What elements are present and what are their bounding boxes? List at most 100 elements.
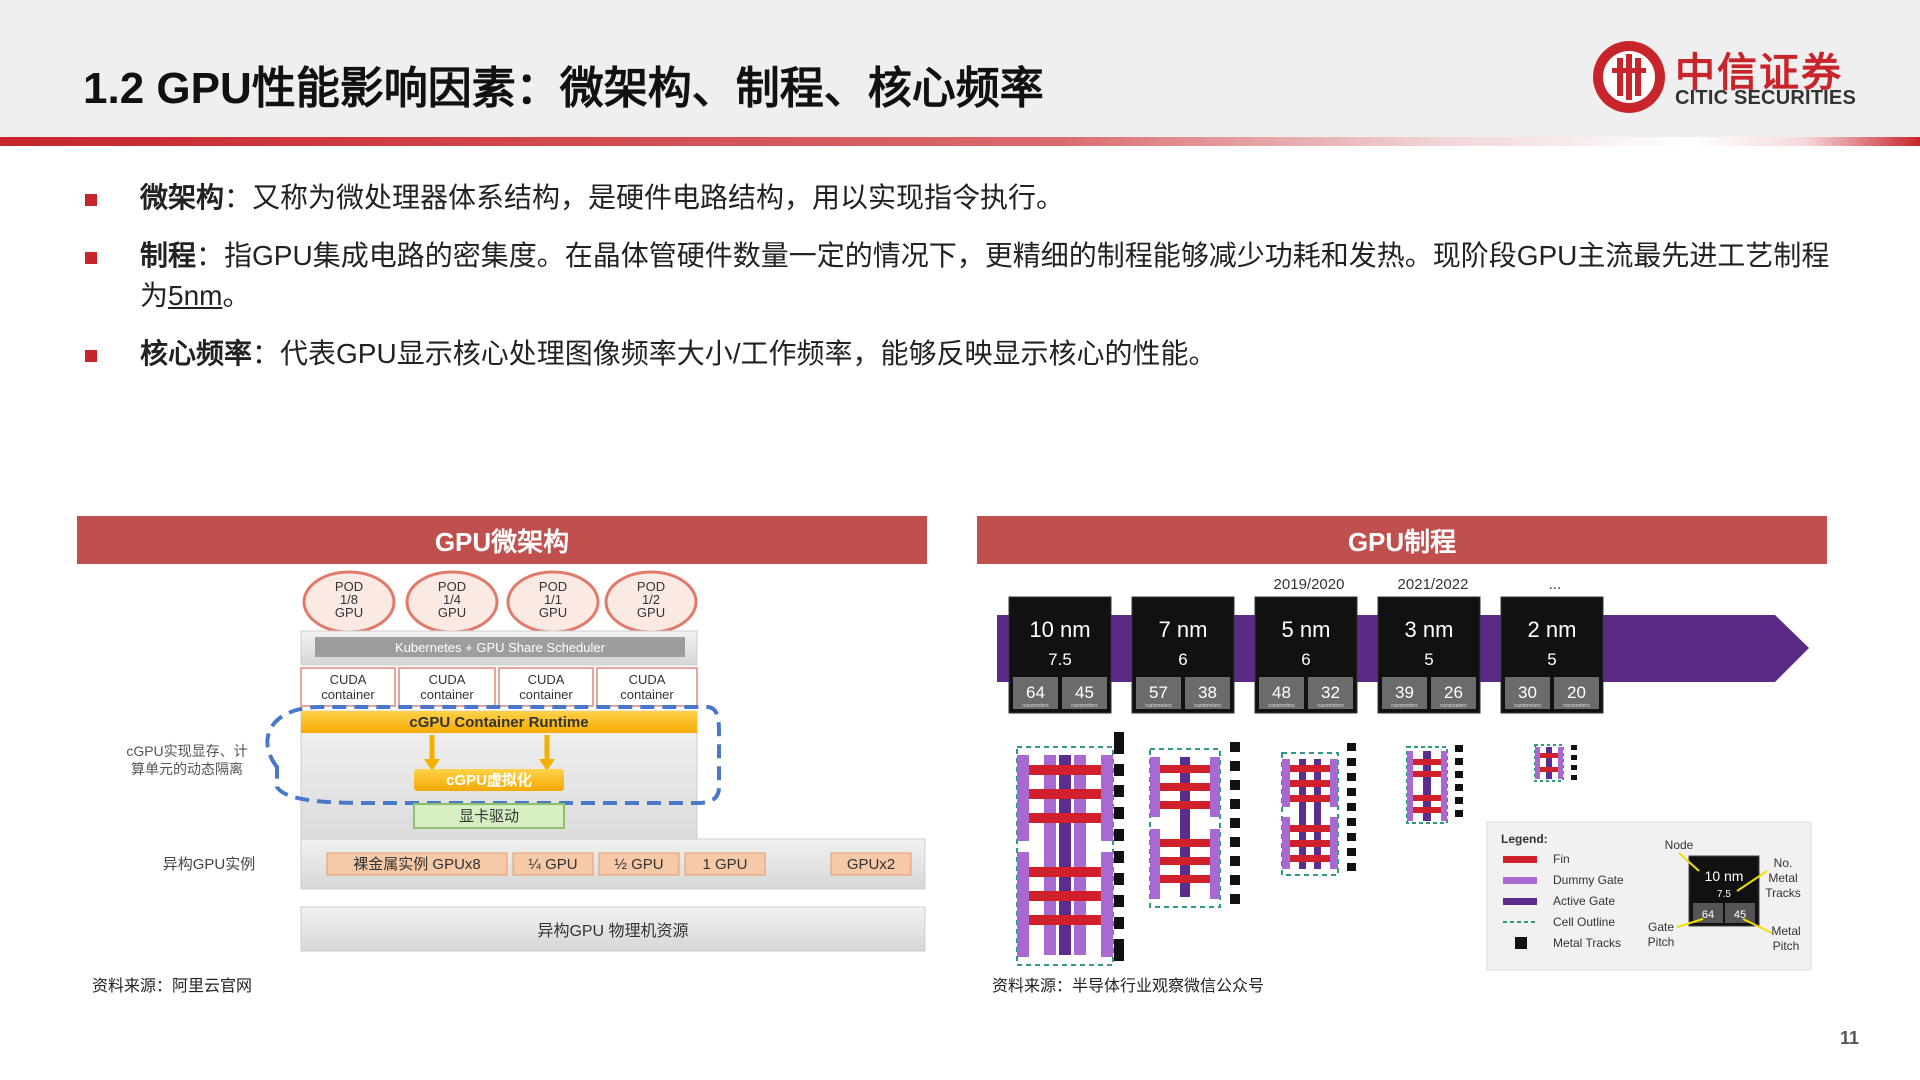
bullet-microarchitecture: 微架构：又称为微处理器体系结构，是硬件电路结构，用以实现指令执行。 [85,178,1845,218]
left-panel-title: GPU微架构 [77,516,927,564]
metal-pitch-value: 45 [1075,683,1094,702]
legend-node-label: Node [1665,838,1694,852]
metal-pitch-cell [1185,677,1230,709]
legend-item: Metal Tracks [1553,936,1621,950]
node-size: 10 nm [1029,617,1090,642]
driver-label: 显卡驱动 [459,808,519,825]
bullet-square-icon [85,194,97,206]
scheduler-label: Kubernetes + GPU Share Scheduler [395,640,606,655]
legend-item: Active Gate [1553,894,1615,908]
logo-cn-text: 中信证券 [1675,50,1843,95]
year-label: 2019/2020 [1274,576,1345,593]
node-size: 7 nm [1159,617,1208,642]
gate-pitch-value: 39 [1395,683,1414,702]
gate-pitch-value: 48 [1272,683,1291,702]
unit-label: nanometers [1317,703,1344,709]
physical-resource-label: 异构GPU 物理机资源 [537,922,688,940]
citic-emblem-icon [1593,41,1665,113]
cell-layout-7nm [1149,742,1240,908]
logo-en-text: CITIC SECURITIES [1675,87,1856,109]
instance-chip: 裸金属实例 GPUx8 [353,856,481,873]
page-number: 11 [1840,1028,1860,1048]
unit-label: nanometers [1514,703,1541,709]
legend-sample-tracks: 7.5 [1717,889,1731,900]
bullet-term: 制程 [140,240,197,271]
unit-label: nanometers [1145,703,1172,709]
cell-layout-5nm [1281,743,1356,876]
node-tracks: 6 [1178,650,1187,669]
node-tracks: 7.5 [1048,650,1072,669]
bullet-square-icon [85,350,97,362]
bullet-term: 核心频率 [140,338,253,369]
gate-pitch-value: 30 [1518,683,1537,702]
instance-chip: ½ GPU [614,856,663,873]
legend-item: Cell Outline [1553,915,1615,929]
left-source: 资料来源：阿里云官网 [92,978,253,995]
gate-pitch-cell [1013,677,1058,709]
gate-pitch-value: 57 [1149,683,1168,702]
cell-layout-3nm [1406,745,1463,824]
legend-box: Legend: Fin Dummy Gate Active Gate Cell … [1486,821,1812,971]
gate-pitch-value: 64 [1026,683,1045,702]
unit-label: nanometers [1268,703,1295,709]
node-size: 2 nm [1528,617,1577,642]
metal-pitch-value: 32 [1321,683,1340,702]
header-band: 1.2 GPU性能影响因素：微架构、制程、核心频率 中信证券 CITIC SEC… [0,0,1920,137]
node-tracks: 5 [1424,650,1433,669]
page-title: 1.2 GPU性能影响因素：微架构、制程、核心频率 [83,64,1044,113]
legend-sample-metal: 45 [1734,909,1746,921]
unit-label: nanometers [1022,703,1049,709]
gate-pitch-cell [1259,677,1304,709]
metal-pitch-cell [1062,677,1107,709]
node-size: 3 nm [1405,617,1454,642]
year-label: ... [1549,576,1562,593]
bullet-term: 微架构 [140,182,225,213]
bullet-list: 微架构：又称为微处理器体系结构，是硬件电路结构，用以实现指令执行。 制程：指GP… [85,178,1845,392]
isolation-note: cGPU实现显存、计算单元的动态隔离 [126,743,247,777]
bullet-tail: 。 [222,280,251,311]
metal-pitch-value: 38 [1198,683,1217,702]
legend-sample-node: 10 nm [1705,868,1744,884]
runtime-label: cGPU Container Runtime [409,714,588,731]
gate-pitch-cell [1136,677,1181,709]
unit-label: nanometers [1391,703,1418,709]
instance-chip: ¼ GPU [528,856,577,873]
node-size: 5 nm [1282,617,1331,642]
unit-label: nanometers [1563,703,1590,709]
metal-pitch-value: 20 [1567,683,1586,702]
metal-pitch-cell [1308,677,1353,709]
process-highlight: 5nm [168,280,223,311]
bullet-text: ：代表GPU显示核心处理图像频率大小/工作频率，能够反映显示核心的性能。 [252,338,1217,369]
legend-item: Dummy Gate [1553,873,1624,887]
unit-label: nanometers [1071,703,1098,709]
gate-pitch-cell [1505,677,1550,709]
bullet-text: ：又称为微处理器体系结构，是硬件电路结构，用以实现指令执行。 [224,182,1065,213]
legend-sample-gate: 64 [1702,909,1714,921]
isolation-dashed-outline [265,705,721,805]
instance-chip: 1 GPU [702,856,747,873]
unit-label: nanometers [1440,703,1467,709]
cell-layout-10nm [1016,732,1124,966]
metal-pitch-cell [1431,677,1476,709]
right-panel-title: GPU制程 [977,516,1827,564]
year-label: 2021/2022 [1398,576,1469,593]
metal-pitch-cell [1554,677,1599,709]
legend-item: Fin [1553,852,1570,866]
citic-logo: 中信证券 CITIC SECURITIES [1590,36,1870,116]
bullet-core-frequency: 核心频率：代表GPU显示核心处理图像频率大小/工作频率，能够反映显示核心的性能。 [85,334,1845,374]
